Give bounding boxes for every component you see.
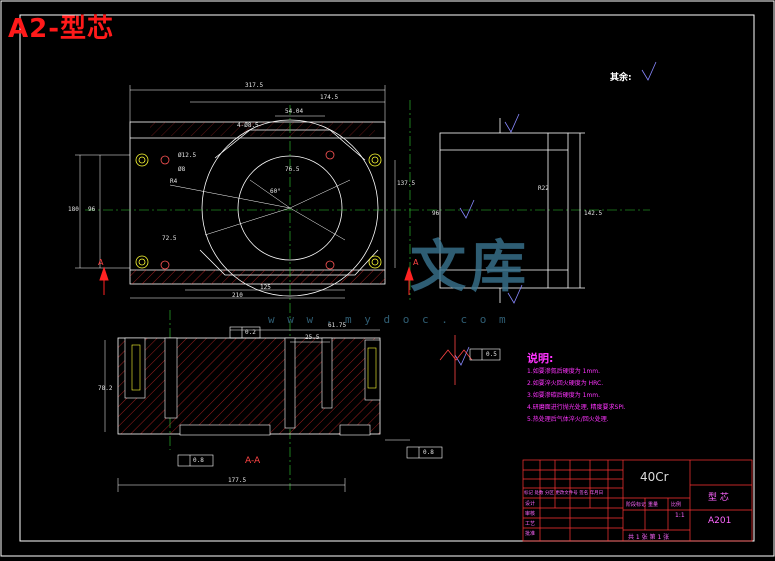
leader-lines <box>169 179 351 241</box>
gdt-value-a: 0.2 <box>245 329 256 336</box>
inner-border <box>19 14 755 542</box>
top-view <box>129 119 386 297</box>
tb-row-process: 工艺 <box>525 521 536 527</box>
dim-top-d: 4-Ø8.5 <box>237 122 259 129</box>
dim-section-w: 177.5 <box>228 477 247 484</box>
dim-radius: R4 <box>170 178 178 185</box>
dim-angle: 60° <box>270 188 281 195</box>
gdt-value-c: 0.8 <box>193 457 204 464</box>
dim-bottom-b: 210 <box>232 292 243 299</box>
gdt-value-b: 0.5 <box>486 351 497 358</box>
drawing-number: A201 <box>708 516 732 526</box>
technical-notes: 说明: 1.如要渗氮后硬度为 1mm. 2.如要淬火回火硬度为 HRC. 3.如… <box>527 350 626 426</box>
tb-row-design: 设计 <box>525 501 536 507</box>
dim-bottom-a: 125 <box>260 284 271 291</box>
gdt-frames <box>177 326 501 467</box>
dim-side-w: 96 <box>432 210 440 217</box>
detail-sketch <box>439 335 473 385</box>
scale-label: 比例 <box>671 502 682 508</box>
note-line: 1.如要渗氮后硬度为 1mm. <box>527 368 601 375</box>
sheet-info: 共 1 张 第 1 张 <box>628 534 670 541</box>
dim-section-h: 78.2 <box>98 385 113 392</box>
roughness-label: 其余: <box>610 73 632 83</box>
tb-header: 签名 <box>579 491 589 496</box>
tb-header: 处数 <box>534 491 544 496</box>
notes-title: 说明: <box>527 352 554 365</box>
tb-header: 年月日 <box>589 491 604 496</box>
dim-depth: 72.5 <box>162 235 177 242</box>
dim-right: 137.5 <box>397 180 416 187</box>
side-view <box>439 118 585 303</box>
section-arrows <box>99 266 414 295</box>
weight-label: 重量 <box>648 502 659 508</box>
tb-header: 更改文件号 <box>555 491 578 496</box>
section-dims <box>104 329 410 492</box>
drawing-title: A2-型芯 <box>8 14 115 44</box>
dim-top-overall: 317.5 <box>245 82 264 89</box>
tb-header: 标记 <box>524 491 533 496</box>
section-mark-left: A <box>98 258 104 267</box>
dimension-lines <box>75 85 396 299</box>
note-line: 4.研磨面进行抛光处理, 精度要求SPI. <box>527 404 626 411</box>
note-line: 2.如要淬火回火硬度为 HRC. <box>527 380 604 387</box>
note-line: 5.热处理后气体淬火/回火处理. <box>527 416 609 423</box>
dim-arc: 76.5 <box>285 166 300 173</box>
section-mark-right: A <box>413 258 419 267</box>
note-line: 3.如要渗碳后硬度为 1mm. <box>527 392 601 399</box>
dim-hole-a: Ø12.5 <box>178 152 197 159</box>
title-block <box>522 459 753 542</box>
section-view <box>117 337 381 436</box>
tb-header-row: 标记 处数 分区 更改文件号 签名 年月日 <box>524 490 603 496</box>
section-label: A-A <box>245 456 261 466</box>
dim-section-mid: 25.5 <box>305 334 320 341</box>
dim-left-h: 180 <box>68 206 79 213</box>
tb-row-approve: 批准 <box>525 531 536 537</box>
dim-top-c: 54.04 <box>285 108 304 115</box>
dim-section-top: 61.75 <box>328 322 347 329</box>
gdt-value-d: 0.8 <box>423 449 434 456</box>
dim-hole-b: Ø8 <box>178 166 186 173</box>
stage-label: 阶段标记 <box>626 502 647 508</box>
dim-side-h: 142.5 <box>584 210 603 217</box>
part-name: 型 芯 <box>708 493 729 503</box>
tb-row-review: 审核 <box>525 511 536 517</box>
scale-value: 1:1 <box>675 512 685 519</box>
dim-top-inner: 174.5 <box>320 94 339 101</box>
dim-left-small: 96 <box>88 206 96 213</box>
watermark-url: w w w . m y d o c . c o m <box>268 313 509 326</box>
tb-header: 分区 <box>544 491 554 496</box>
dim-side-r: R22 <box>538 185 549 192</box>
watermark-cn: 文库 <box>410 235 530 300</box>
material-label: 40Cr <box>640 470 669 484</box>
